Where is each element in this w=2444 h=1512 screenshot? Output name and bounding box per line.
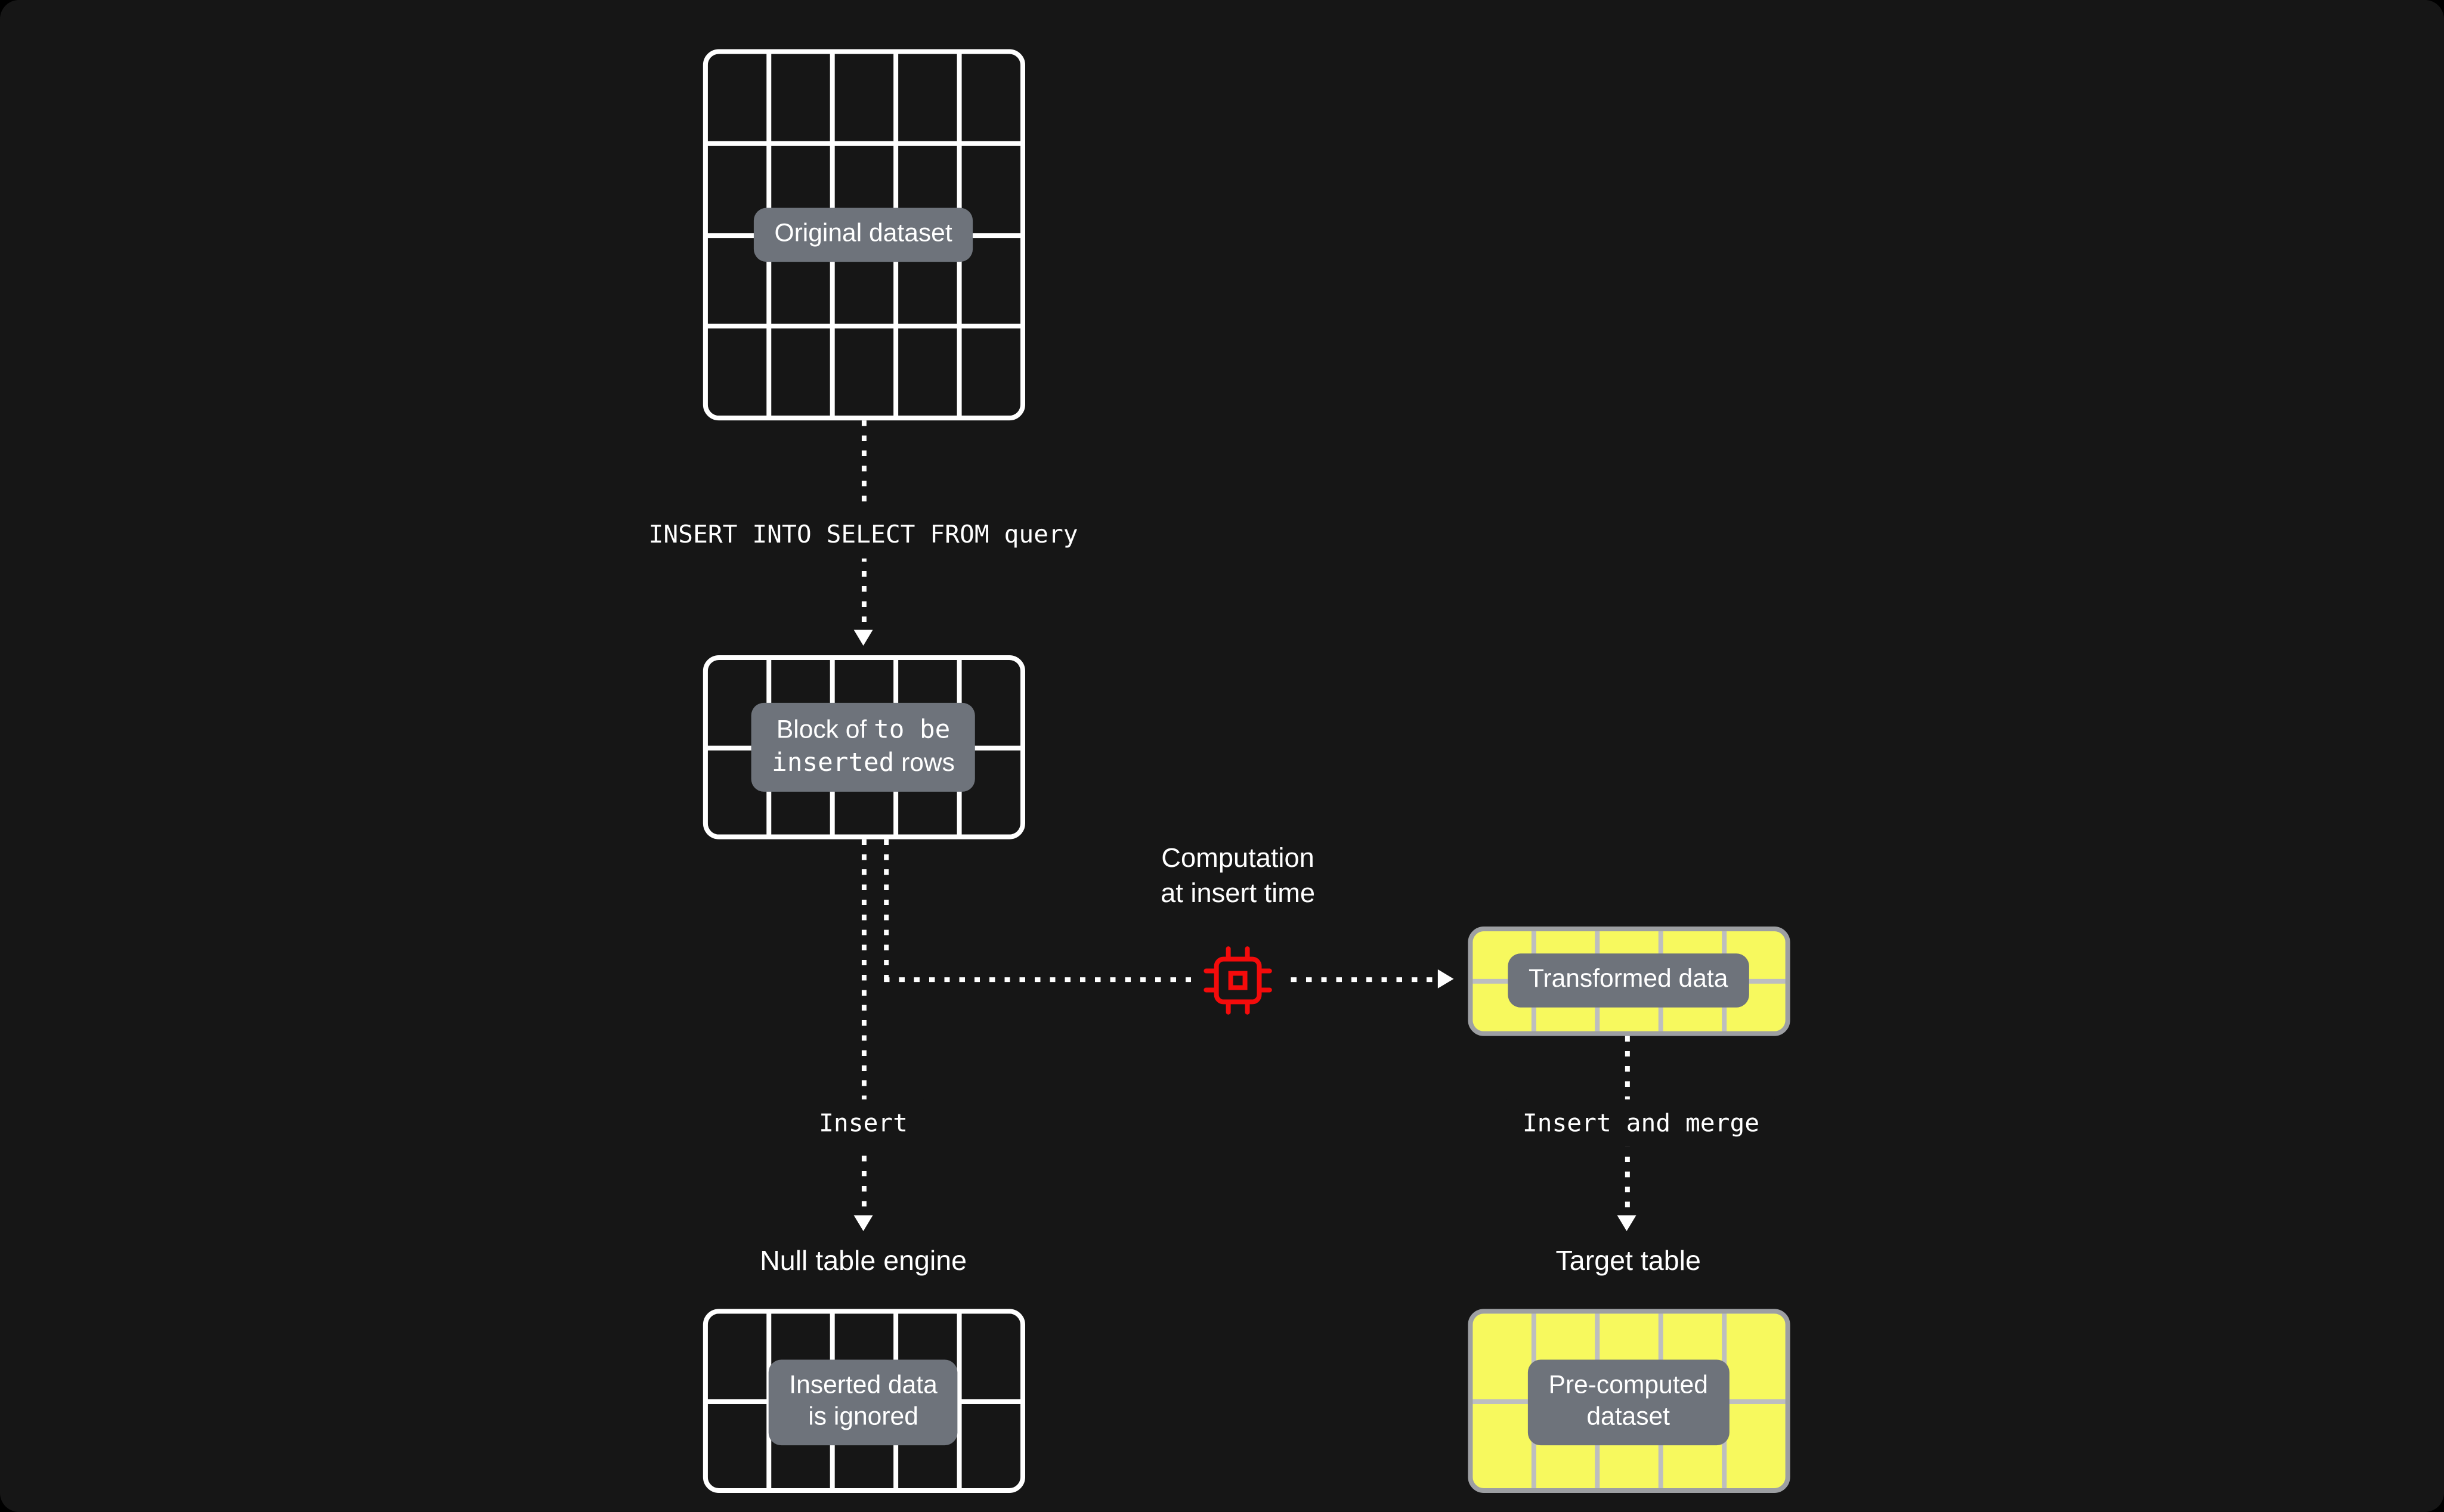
grid-cell bbox=[707, 1313, 767, 1399]
grid-cell bbox=[834, 54, 894, 141]
grid-cell bbox=[771, 329, 830, 416]
computation-note-line2: at insert time bbox=[1161, 877, 1316, 908]
target-table-title: Target table bbox=[1555, 1244, 1701, 1276]
insert-edge-label: Insert bbox=[803, 1099, 924, 1147]
grid-cell bbox=[1472, 1403, 1532, 1489]
grid-cell bbox=[834, 329, 894, 416]
insert-select-edge-label: INSERT INTO SELECT FROM query bbox=[632, 510, 1094, 559]
label-segment: Block of bbox=[776, 717, 874, 745]
inserted-rows-block-label-line1: Block of to be bbox=[772, 714, 955, 747]
grid-cell bbox=[707, 329, 767, 416]
arrow-right-icon bbox=[1437, 969, 1454, 989]
edge-line-insert bbox=[861, 839, 867, 1217]
label-segment: rows bbox=[894, 750, 955, 777]
original-dataset-label: Original dataset bbox=[753, 207, 973, 262]
grid-cell bbox=[1727, 1403, 1786, 1489]
grid-cell bbox=[898, 329, 957, 416]
ignored-data-label-line2: is ignored bbox=[808, 1403, 918, 1432]
grid-cell bbox=[898, 54, 957, 141]
ignored-data-label: Inserted data is ignored bbox=[768, 1359, 958, 1446]
cpu-icon bbox=[1192, 934, 1284, 1027]
grid-cell bbox=[1472, 1313, 1532, 1399]
ignored-data-label-line1: Inserted data bbox=[789, 1372, 938, 1400]
precomputed-dataset-label-line1: Pre-computed bbox=[1548, 1372, 1708, 1400]
grid-cell bbox=[707, 54, 767, 141]
precomputed-dataset-label: Pre-computed dataset bbox=[1527, 1359, 1729, 1446]
inserted-rows-block-label: Block of to be inserted rows bbox=[751, 702, 976, 792]
grid-cell bbox=[961, 1403, 1021, 1489]
computation-note: Computation at insert time bbox=[1161, 842, 1315, 910]
arrow-down-icon bbox=[853, 1215, 873, 1231]
arrow-down-icon bbox=[853, 630, 873, 646]
null-table-engine-title: Null table engine bbox=[760, 1244, 967, 1276]
grid-cell bbox=[961, 1313, 1021, 1399]
label-segment: to be bbox=[874, 714, 951, 745]
transformed-data-label-text: Transformed data bbox=[1528, 966, 1728, 993]
grid-cell bbox=[1727, 1313, 1786, 1399]
grid-cell bbox=[961, 329, 1021, 416]
transformed-data-label: Transformed data bbox=[1508, 953, 1749, 1008]
grid-cell bbox=[707, 1403, 767, 1489]
edge-line-branch-horizontal bbox=[884, 977, 1440, 983]
insert-merge-edge-label: Insert and merge bbox=[1506, 1099, 1775, 1147]
precomputed-dataset-label-line2: dataset bbox=[1586, 1403, 1670, 1432]
original-dataset-grid bbox=[703, 49, 1026, 421]
original-dataset-label-text: Original dataset bbox=[774, 220, 952, 248]
inserted-rows-block-label-line2: inserted rows bbox=[772, 747, 955, 780]
edge-line-branch-vertical bbox=[884, 839, 889, 979]
grid-cell bbox=[961, 54, 1021, 141]
grid-cell bbox=[771, 54, 830, 141]
label-segment: inserted bbox=[772, 747, 895, 777]
arrow-down-icon bbox=[1617, 1215, 1636, 1231]
computation-note-line1: Computation bbox=[1161, 843, 1314, 873]
